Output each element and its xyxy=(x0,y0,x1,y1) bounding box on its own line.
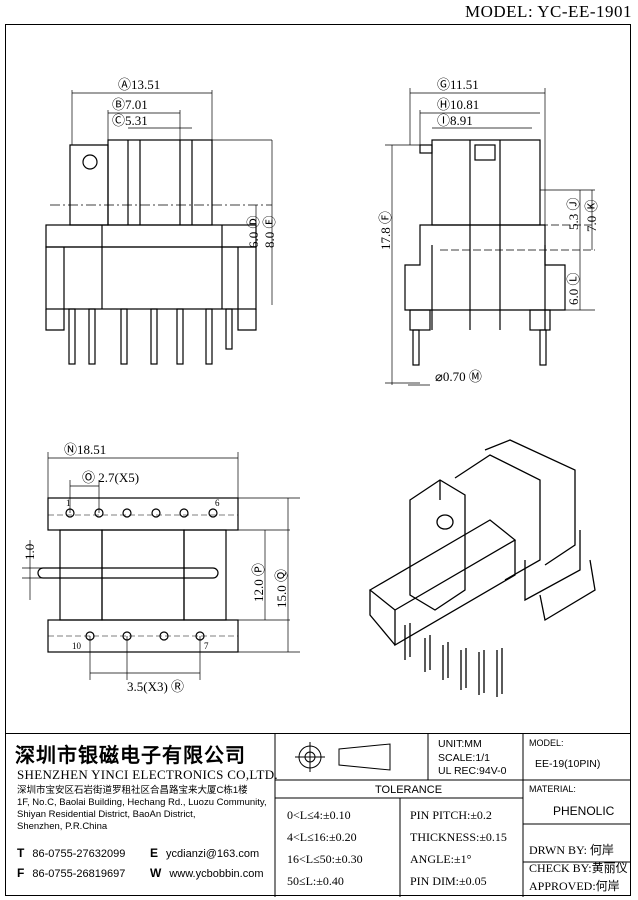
dim-i: Ⓘ8.91 xyxy=(437,113,473,128)
dim-thick: 1.0 xyxy=(22,544,37,560)
dim-n: Ⓝ18.51 xyxy=(64,442,106,457)
dim-l: 6.0 Ⓛ xyxy=(566,272,581,305)
dim-a: Ⓐ13.51 xyxy=(118,77,160,92)
title-block-grid xyxy=(274,734,631,897)
front-view xyxy=(45,90,273,365)
material-label: MATERIAL: xyxy=(529,784,576,794)
bottom-view xyxy=(22,452,300,680)
approved-by: APPROVED:何岸 xyxy=(529,879,620,893)
address-line-3: Shenzhen, P.R.China xyxy=(17,821,108,832)
pin1-label: 1 xyxy=(66,498,71,508)
pin10-label: 10 xyxy=(72,641,82,651)
tol2-row-1: PIN PITCH:±0.2 xyxy=(410,808,492,822)
unit: UNIT:MM xyxy=(438,738,482,750)
company-name-cn: 深圳市银磁电子有限公司 xyxy=(15,743,246,767)
dim-m: ⌀0.70 Ⓜ xyxy=(435,369,482,384)
tol-row-1: 0<L≤4:±0.10 xyxy=(287,808,351,822)
tol2-row-3: ANGLE:±1° xyxy=(410,852,472,866)
checked-by: CHECK BY:黄丽仪 xyxy=(529,861,628,875)
dim-b: Ⓑ7.01 xyxy=(112,97,148,112)
dim-j: 5.3 Ⓙ xyxy=(566,197,581,230)
title-block: 深圳市银磁电子有限公司 SHENZHEN YINCI ELECTRONICS C… xyxy=(5,733,631,897)
tol-row-4: 50≤L:±0.40 xyxy=(287,874,344,888)
material-value: PHENOLIC xyxy=(553,804,615,818)
isometric-view xyxy=(368,439,596,697)
address-line-2: Shiyan Residential District, BaoAn Distr… xyxy=(17,809,196,820)
dim-k: 7.0 Ⓚ xyxy=(584,199,599,232)
scale: SCALE:1/1 xyxy=(438,752,490,764)
dim-c: Ⓒ5.31 xyxy=(112,113,148,128)
pin6-label: 6 xyxy=(215,498,220,508)
technical-drawing: Ⓐ13.51 Ⓑ7.01 Ⓒ5.31 Ⓖ11.51 Ⓗ10.81 Ⓘ8.91 Ⓝ… xyxy=(22,77,599,697)
tol2-row-4: PIN DIM:±0.05 xyxy=(410,874,487,888)
tol-row-2: 4<L≤16:±0.20 xyxy=(287,830,357,844)
dim-p: 12.0 Ⓟ xyxy=(251,563,266,602)
address-line-cn: 深圳市宝安区石岩街道罗租社区合昌路宝来大厦C栋1楼 xyxy=(17,785,248,796)
drawn-by: DRWN BY: 何岸 xyxy=(529,843,614,857)
dim-d: 6.0 Ⓓ xyxy=(246,215,261,248)
side-view xyxy=(385,88,595,386)
company-address: 深圳市宝安区石岩街道罗租社区合昌路宝来大厦C栋1楼 1F, No.C, Baol… xyxy=(17,785,267,833)
dim-e: 8.0 Ⓔ xyxy=(262,215,277,248)
address-line-1: 1F, No.C, Baolai Building, Hechang Rd., … xyxy=(17,797,267,808)
dim-q: 15.0 Ⓠ xyxy=(274,569,289,608)
dim-f: 17.8 Ⓕ xyxy=(378,211,393,250)
tol2-row-2: THICKNESS:±0.15 xyxy=(410,830,507,844)
tol-row-3: 16<L≤50:±0.30 xyxy=(287,852,363,866)
pin7-label: 7 xyxy=(204,641,209,651)
dim-o: Ⓞ 2.7(X5) xyxy=(82,470,139,485)
model-value: EE-19(10PIN) xyxy=(535,758,601,770)
model-label: MODEL: xyxy=(529,738,564,748)
dim-g: Ⓖ11.51 xyxy=(437,77,479,92)
model-label: MODEL: YC-EE-1901 xyxy=(465,2,632,21)
tolerance-label: TOLERANCE xyxy=(375,784,443,796)
drawing-frame xyxy=(5,24,631,896)
dim-h: Ⓗ10.81 xyxy=(437,97,479,112)
dim-r: 3.5(X3) Ⓡ xyxy=(127,679,184,694)
company-name-en: SHENZHEN YINCI ELECTRONICS CO,LTD. xyxy=(17,767,278,782)
ul-rec: UL REC:94V-0 xyxy=(438,765,507,777)
